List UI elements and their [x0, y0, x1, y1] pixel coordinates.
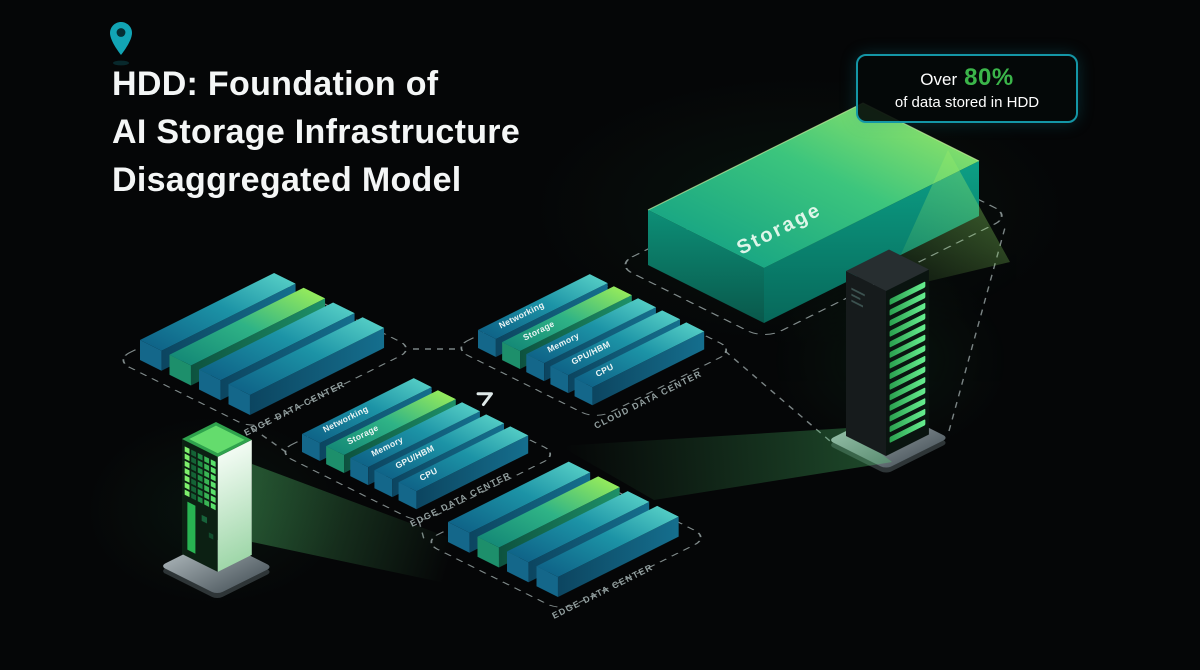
- rack-led-strip: [889, 334, 926, 358]
- rack-side-vents: [851, 287, 865, 308]
- callout-prefix: Over: [920, 70, 958, 89]
- beam-rack-to-edge: [560, 428, 892, 500]
- building-window: [191, 456, 197, 465]
- rack-front-face: [886, 269, 929, 456]
- rack-led-panel: [889, 281, 926, 443]
- building-window: [191, 464, 197, 472]
- building-window: [191, 471, 197, 479]
- building-window-grid: [184, 446, 216, 511]
- building-dim-window: [201, 514, 208, 524]
- rack-led-strip: [889, 302, 926, 326]
- building-window: [204, 484, 210, 493]
- building-window: [197, 481, 203, 490]
- building-window: [197, 452, 203, 461]
- rack-led-strip: [889, 387, 926, 411]
- building-window: [184, 489, 190, 498]
- rack-led-strip: [889, 281, 926, 305]
- rack-led-strip: [889, 419, 926, 443]
- building-window: [210, 459, 216, 468]
- rack-top-face: [846, 249, 929, 291]
- building-window: [210, 495, 216, 504]
- bar-unit-4: [536, 505, 679, 597]
- bar-cpu: CPU: [574, 322, 705, 406]
- connector-lines: [251, 223, 1007, 544]
- rack-led-strip: [889, 355, 926, 379]
- rack-led-strip: [889, 377, 926, 401]
- title-line-2: AI Storage Infrastructure: [112, 113, 521, 151]
- building-side-face: [217, 439, 252, 572]
- building-window: [204, 477, 210, 486]
- building-dim-window: [208, 532, 214, 540]
- building-roof: [182, 422, 252, 457]
- building-window: [191, 478, 197, 487]
- page-title: HDD: Foundation of AI Storage Infrastruc…: [112, 60, 520, 204]
- bar-unit-4: [228, 317, 385, 415]
- building-window: [197, 488, 203, 497]
- data-center-clusters: EDGE DATA CENTERNetworkingStorageMemoryG…: [122, 272, 728, 621]
- connector-edge2-edge3: [418, 520, 426, 544]
- building-window: [204, 499, 210, 507]
- hdd-stat-callout: Over 80% of data stored in HDD: [856, 54, 1078, 123]
- building-window: [184, 482, 190, 490]
- building-window: [204, 492, 210, 500]
- rack-led-strip: [889, 313, 926, 337]
- building-window: [197, 467, 203, 475]
- building-window: [204, 470, 210, 479]
- beam-building-to-edge: [252, 464, 450, 584]
- building-window: [191, 492, 197, 501]
- callout-line-1: Over 80%: [868, 64, 1066, 92]
- building-window: [191, 485, 197, 494]
- bar-cpu: CPU: [398, 426, 529, 510]
- beam-storage-to-rack: [884, 150, 1010, 292]
- rack-side-face: [846, 271, 886, 456]
- rack-led-strip: [889, 292, 926, 316]
- title-line-3: Disaggregated Model: [112, 161, 462, 199]
- server-rack: [846, 249, 929, 456]
- building-window: [184, 446, 190, 454]
- building-window: [210, 502, 216, 511]
- building-window: [184, 460, 190, 469]
- building-window: [184, 475, 190, 483]
- cluster-edge-bottom: EDGE DATA CENTER: [430, 461, 702, 621]
- building-window: [197, 474, 203, 483]
- building-window: [184, 467, 190, 476]
- building-window: [210, 473, 216, 482]
- cluster-edge-left: EDGE DATA CENTER: [122, 272, 407, 438]
- rack-led-strip: [889, 324, 926, 348]
- building-window: [210, 488, 216, 496]
- building-window: [197, 496, 203, 504]
- building-window: [210, 480, 216, 489]
- building-window: [204, 456, 210, 464]
- rack-led-strip: [889, 366, 926, 390]
- building-front-face: [182, 439, 218, 572]
- building: [182, 422, 252, 572]
- rack-led-strip: [889, 408, 926, 432]
- building-window: [210, 466, 216, 475]
- storage-box-left-face: [648, 210, 764, 323]
- building-window: [191, 449, 197, 458]
- flow-arrow-icon: [476, 392, 493, 406]
- building-window: [184, 453, 190, 462]
- title-line-1: HDD: Foundation of: [112, 65, 439, 103]
- location-pin-icon: [110, 22, 132, 66]
- rack-led-strip: [889, 398, 926, 422]
- callout-subtext: of data stored in HDD: [894, 94, 1040, 111]
- building-window: [197, 460, 203, 468]
- rack-led-strip: [889, 345, 926, 369]
- building-light-stripe: [187, 501, 196, 554]
- storage-box-top-face: [648, 103, 979, 268]
- callout-percent: 80%: [964, 64, 1014, 91]
- building-window: [204, 463, 210, 471]
